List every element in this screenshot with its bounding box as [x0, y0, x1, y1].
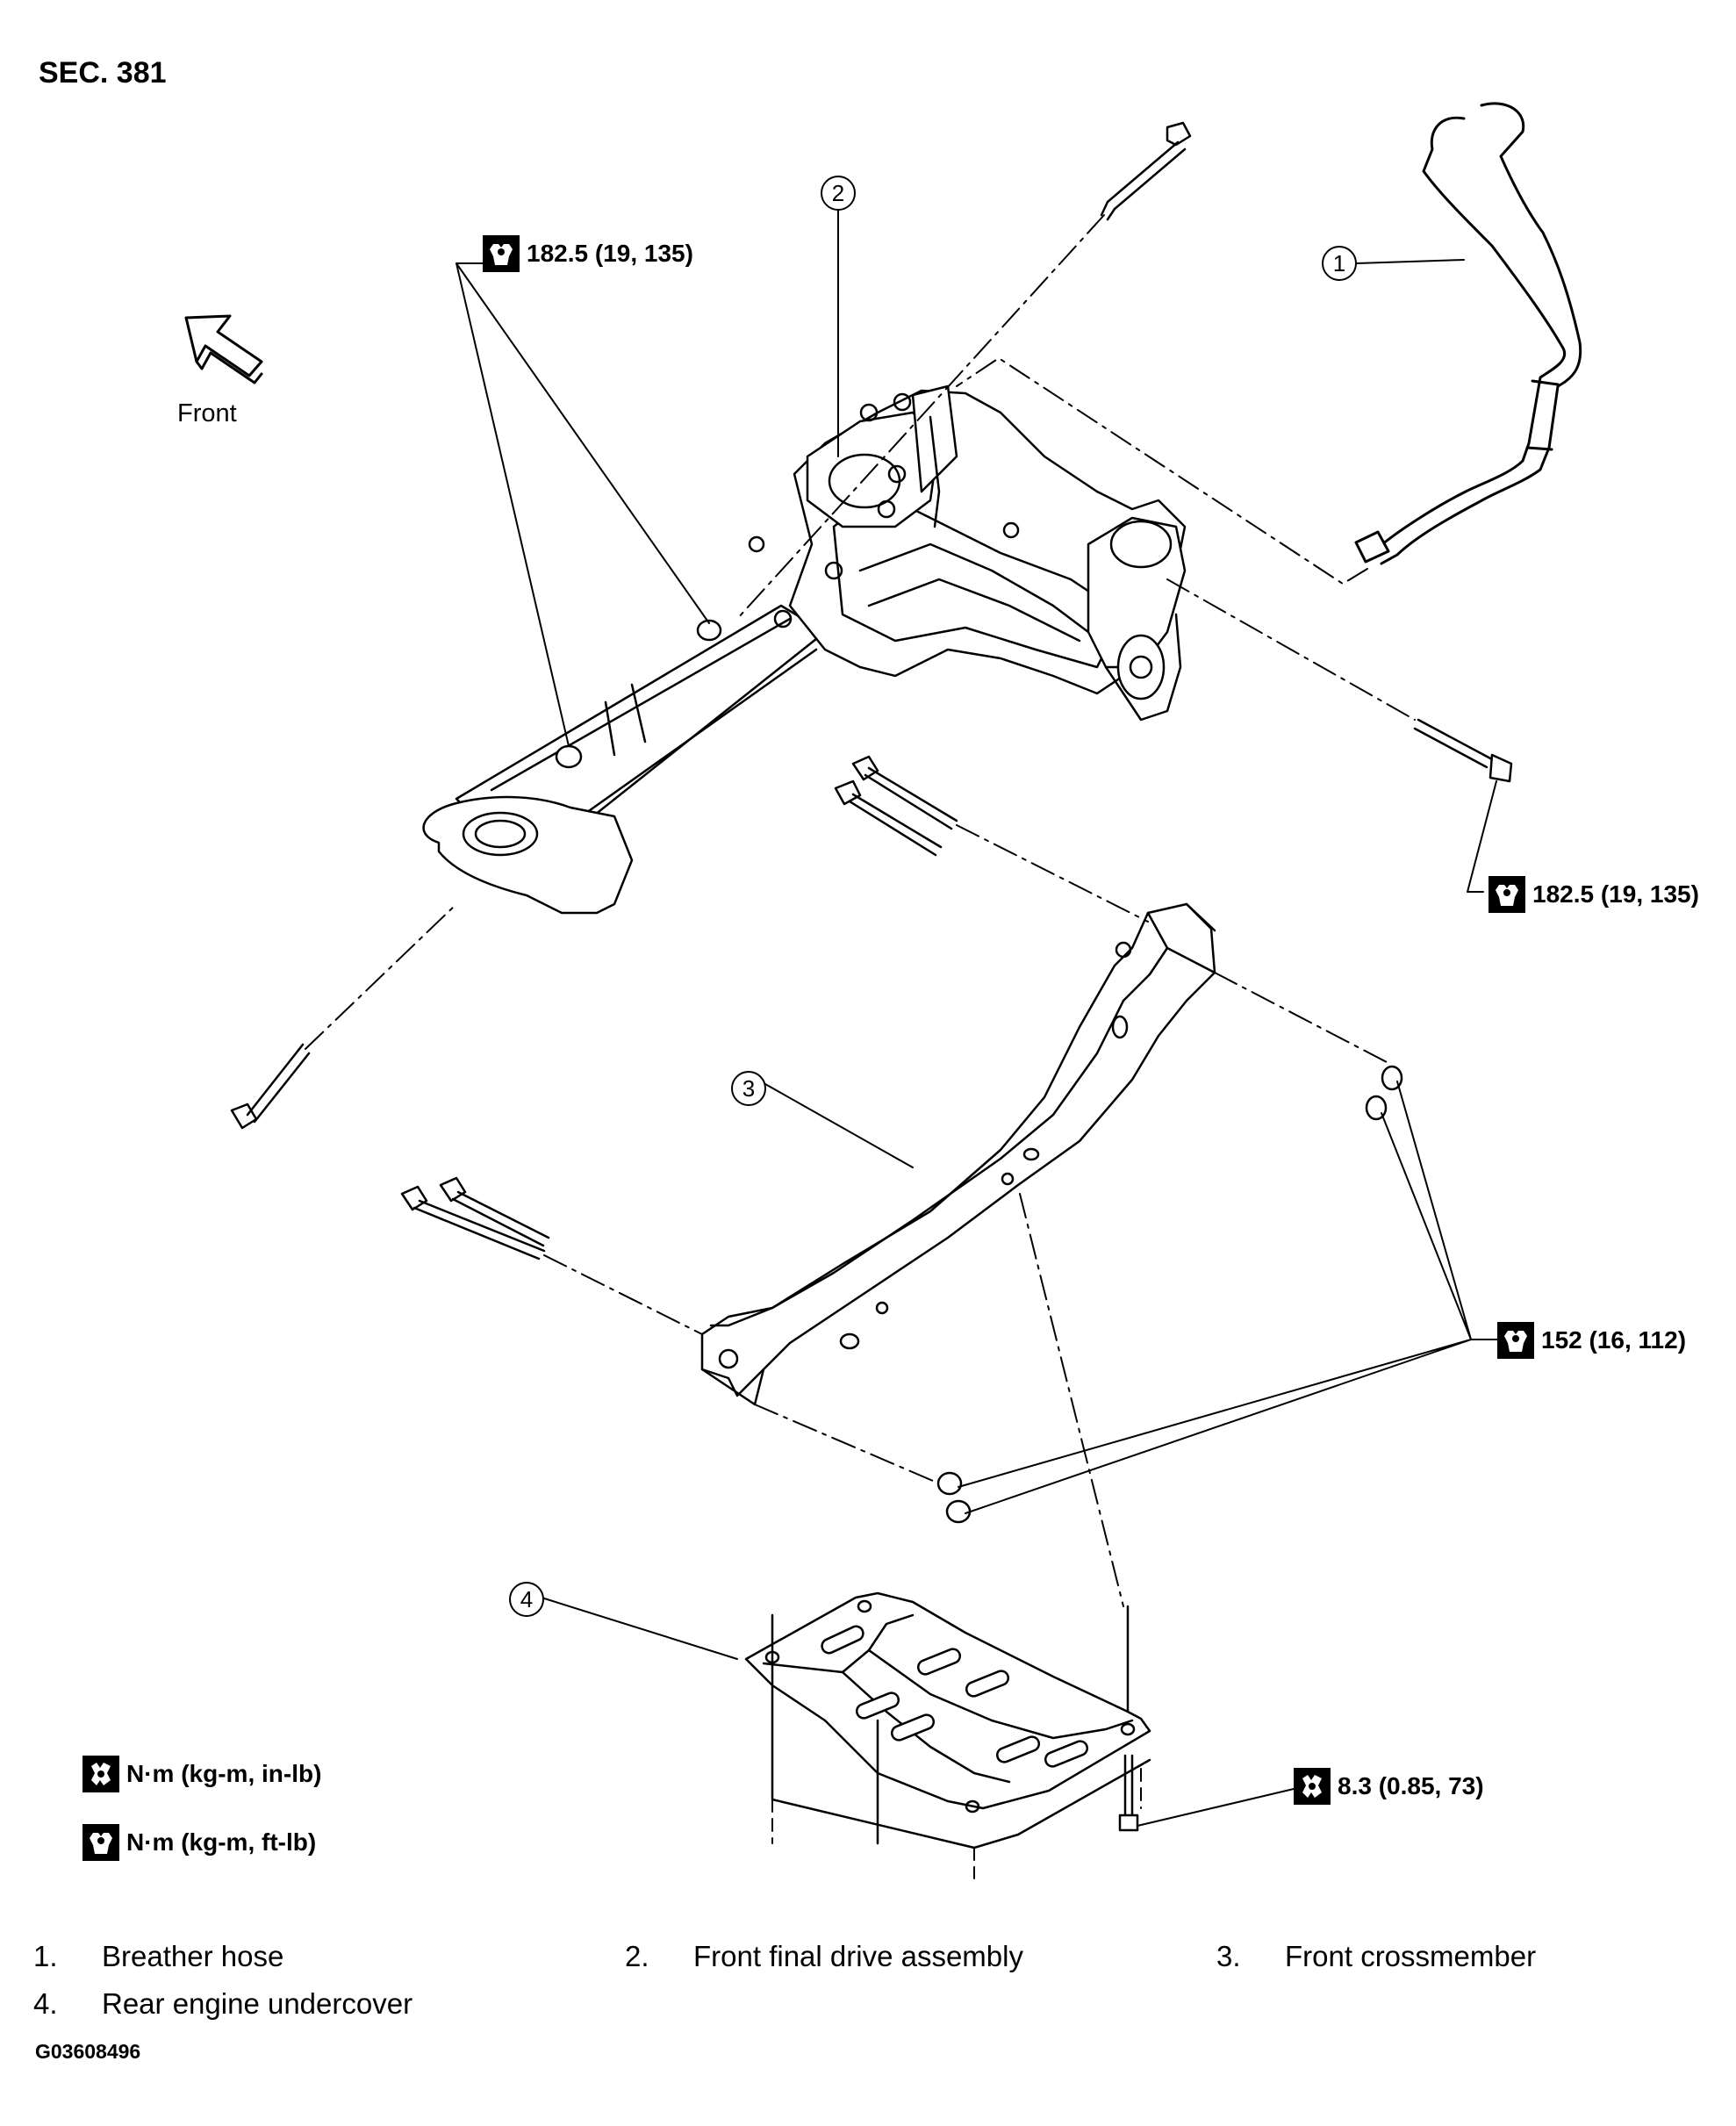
drive-long-bolt-upper	[1100, 121, 1192, 221]
front-final-drive-assembly	[422, 384, 1187, 915]
front-direction-label: Front	[177, 399, 237, 427]
torque-leader-upper-left	[456, 262, 710, 747]
crossmember-bolts	[400, 755, 958, 1261]
crossmember-axis-lines	[543, 824, 1388, 1607]
drive-nuts	[555, 619, 722, 769]
crossmember-washers	[936, 1065, 1403, 1524]
figure-id: G03608496	[35, 2040, 141, 2063]
callout-leader-4	[541, 1597, 738, 1660]
legend-label-2: Front final drive assembly	[693, 1940, 1023, 1972]
callout-1: 1	[1322, 246, 1357, 281]
unit-key-in-lb: N·m (kg-m, in-lb)	[82, 1756, 321, 1792]
bolt-axis-line-lower	[305, 903, 457, 1050]
wrench-icon	[1489, 876, 1525, 913]
wrench-icon	[82, 1756, 119, 1792]
undercover-bolt	[1118, 1754, 1139, 1832]
wrench-icon	[483, 235, 520, 272]
legend-number-2: 2.	[625, 1940, 649, 1972]
undercover-dashed-edges	[771, 1768, 1142, 1879]
legend-label-1: Breather hose	[102, 1940, 284, 1972]
drive-right-bolt	[1413, 718, 1513, 783]
torque-spec-drive-mount-right: 182.5 (19, 135)	[1489, 876, 1699, 913]
wrench-icon	[82, 1824, 119, 1861]
torque-spec-drive-mount-upper: 182.5 (19, 135)	[483, 235, 693, 272]
torque-leader-undercover	[1137, 1788, 1295, 1827]
hose-connector-line	[956, 357, 1368, 585]
section-number: SEC. 381	[39, 56, 167, 90]
callout-2: 2	[821, 176, 856, 211]
callout-leader-1	[1356, 259, 1465, 264]
torque-leader-crossmember	[958, 1081, 1500, 1514]
legend-number-4: 4.	[33, 1987, 58, 2020]
rear-engine-undercover	[744, 1591, 1151, 1849]
wrench-icon	[1497, 1322, 1534, 1359]
torque-spec-undercover: 8.3 (0.85, 73)	[1294, 1768, 1484, 1805]
legend-number-1: 1.	[33, 1940, 58, 1972]
breather-hose	[1354, 102, 1582, 565]
legend-number-3: 3.	[1216, 1940, 1241, 1972]
unit-key-ft-lb: N·m (kg-m, ft-lb)	[82, 1824, 316, 1861]
front-crossmember	[700, 902, 1216, 1406]
bolt-axis-line	[736, 214, 1105, 620]
callout-3: 3	[731, 1071, 766, 1106]
legend-label-4: Rear engine undercover	[102, 1987, 413, 2020]
drive-long-bolt-lower	[230, 1043, 311, 1130]
front-arrow-icon	[184, 314, 263, 384]
torque-spec-crossmember: 152 (16, 112)	[1497, 1322, 1686, 1359]
wrench-icon	[1294, 1768, 1331, 1805]
callout-4: 4	[509, 1582, 544, 1617]
legend-label-3: Front crossmember	[1285, 1940, 1537, 1972]
torque-leader-right	[1467, 780, 1497, 893]
callout-leader-3	[764, 1083, 914, 1168]
bolt-axis-line-right	[1166, 578, 1416, 721]
